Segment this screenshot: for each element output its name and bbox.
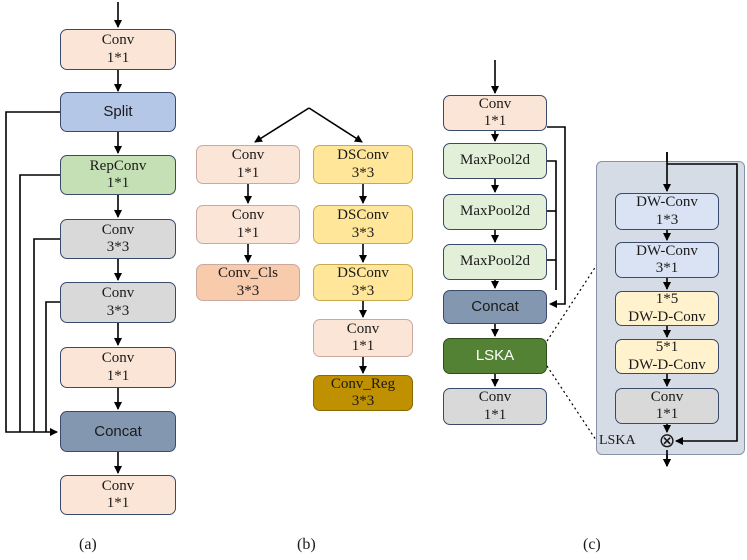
c-concat: Concat [443,290,547,324]
label-a: (a) [79,536,97,553]
c-maxpool-1: MaxPool2d [443,143,547,179]
multiply-icon: ⊗ [658,428,676,452]
a-split: Split [60,92,176,132]
lska-panel-title: LSKA [599,433,636,448]
label-b: (b) [297,536,316,553]
c-lska: LSKA [443,338,547,374]
label-c: (c) [583,536,601,553]
c-maxpool-3: MaxPool2d [443,244,547,280]
c-maxpool-2: MaxPool2d [443,194,547,230]
a-concat: Concat [60,411,176,452]
